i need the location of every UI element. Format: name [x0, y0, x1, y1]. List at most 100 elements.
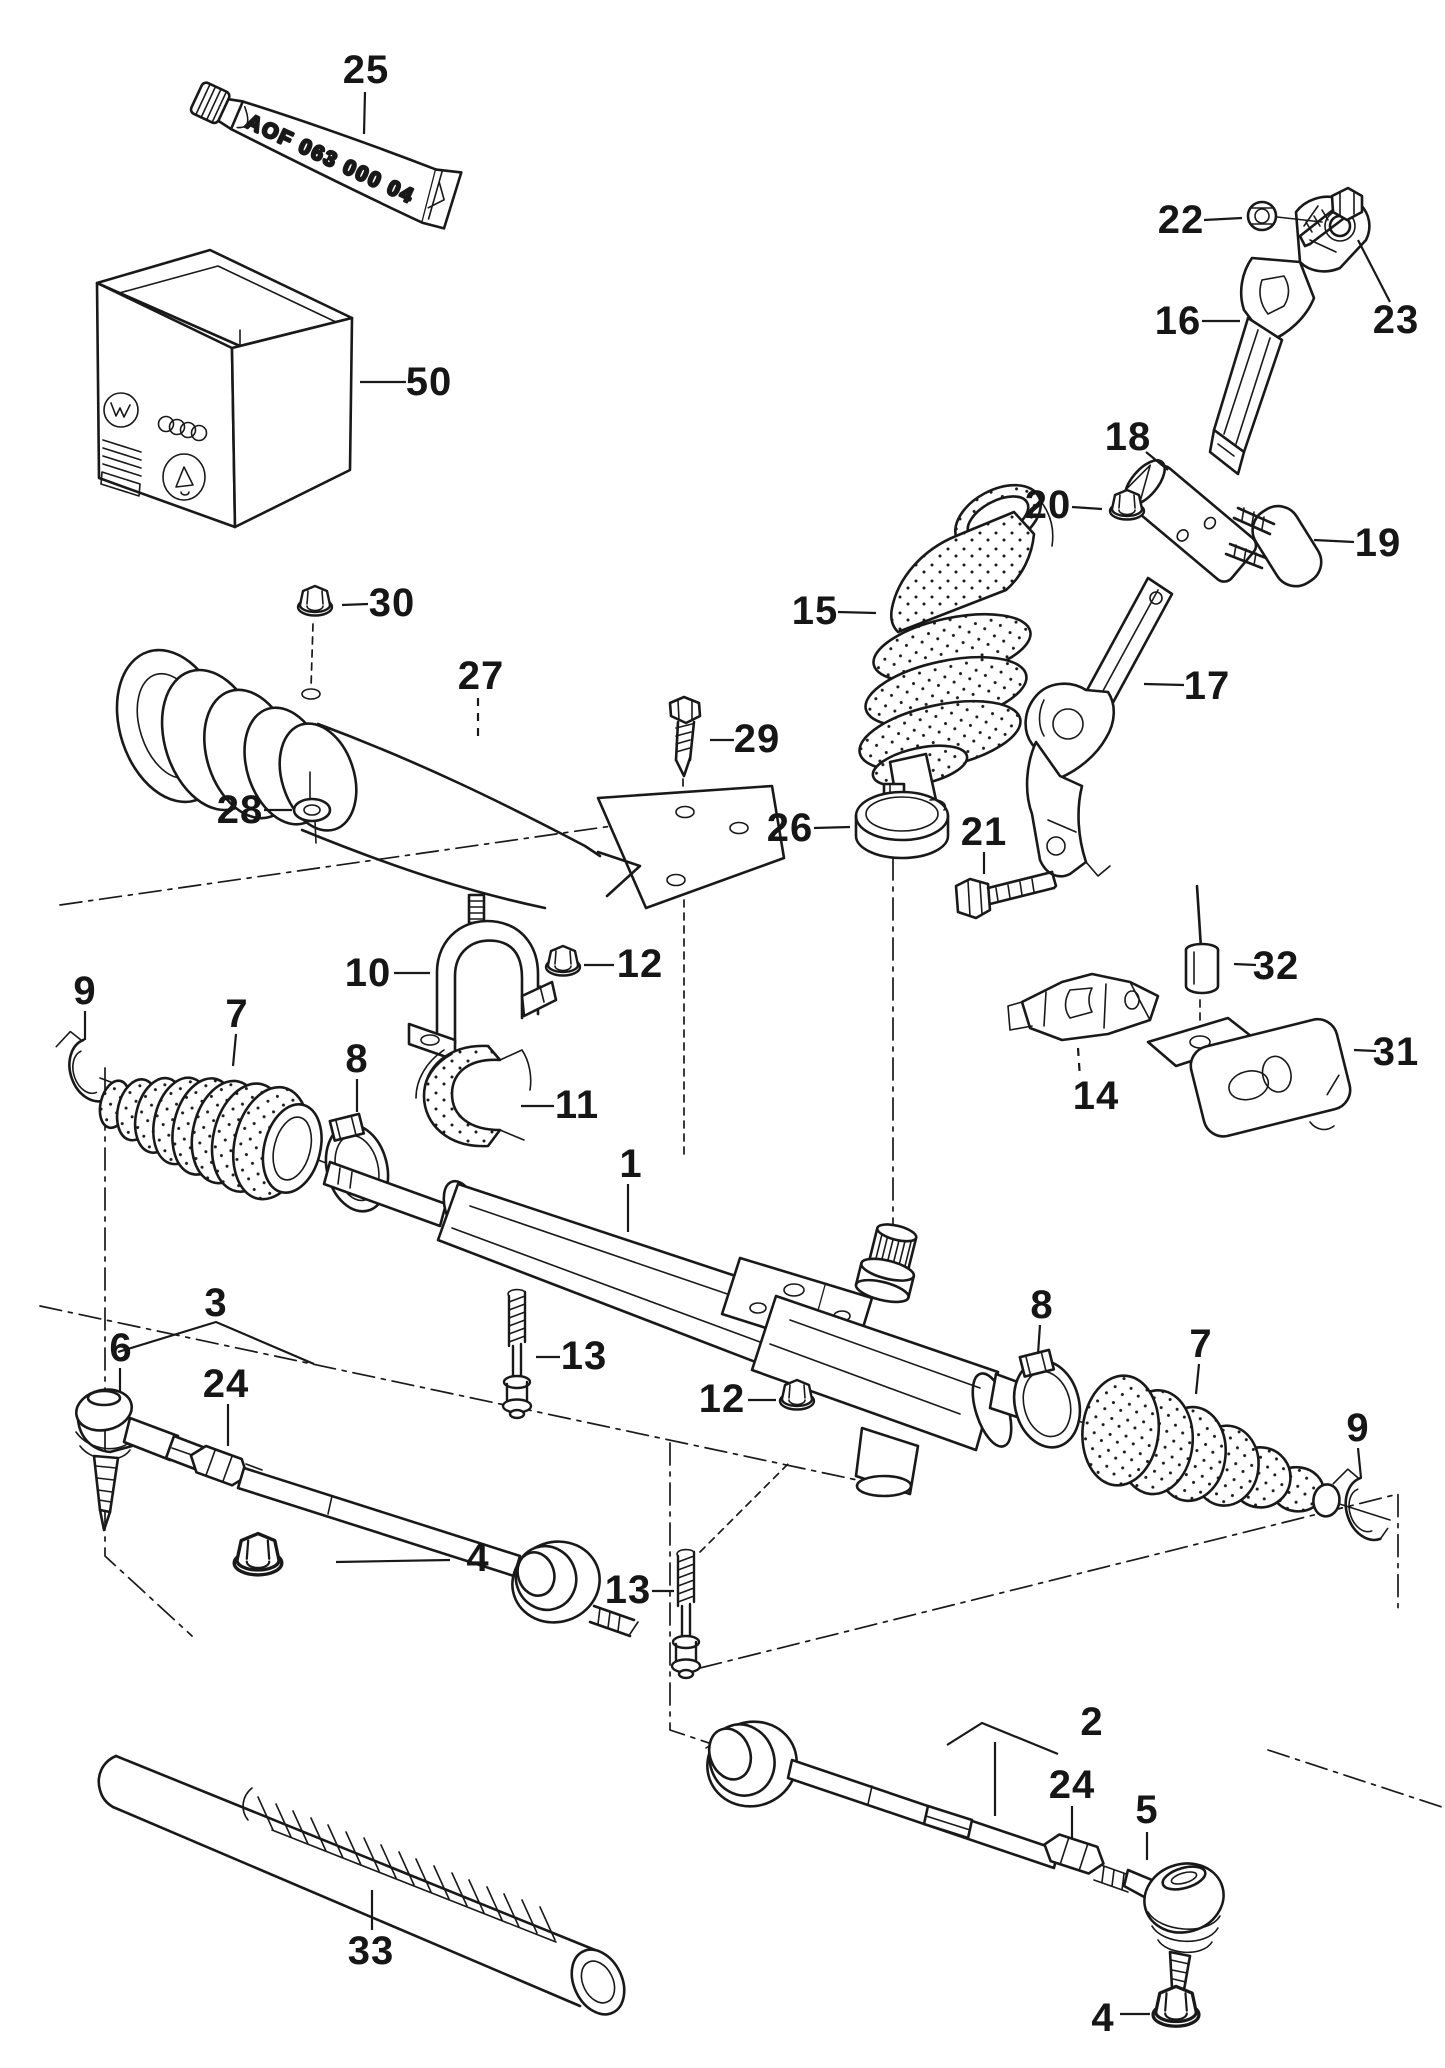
part-21-bolt — [954, 870, 1058, 920]
part-label-33: 33 — [348, 1929, 395, 1973]
leader-line-23 — [1357, 239, 1391, 303]
part-label-22: 22 — [1158, 198, 1205, 242]
part-7-bellows-boot-right — [1081, 1374, 1341, 1518]
part-label-10: 10 — [345, 951, 392, 995]
part-4-nut-right — [1151, 1984, 1201, 2028]
leader-line-19 — [1313, 538, 1355, 544]
part-label-13: 13 — [561, 1334, 608, 1378]
leader-line-9 — [1356, 1447, 1363, 1479]
part-label-23: 23 — [1373, 298, 1420, 342]
part-23-bolt — [1298, 186, 1364, 248]
part-12-nut-upper — [544, 944, 582, 977]
part-3-tie-rod-left — [236, 1466, 639, 1638]
leader-line-14 — [1076, 1047, 1082, 1079]
leader-line-30 — [341, 602, 369, 607]
part-2-tie-rod-right — [705, 1720, 1133, 1893]
part-25-grease-tube: AOF 063 000 04 — [189, 81, 463, 230]
part-label-9: 9 — [73, 969, 96, 1013]
part-label-8: 8 — [1030, 1283, 1053, 1327]
part-13-mounting-screw-left — [501, 1288, 533, 1420]
part-label-16: 16 — [1155, 299, 1202, 343]
part-label-4: 4 — [466, 1536, 489, 1580]
leader-line-26 — [813, 825, 851, 830]
leader-line-4 — [335, 1558, 451, 1564]
part-label-9: 9 — [1346, 1406, 1369, 1450]
part-15-rubber-boot — [858, 483, 1054, 833]
part-32-locating-pin — [1184, 884, 1220, 995]
part-label-2: 2 — [1080, 1700, 1103, 1744]
part-label-32: 32 — [1253, 944, 1300, 988]
part-label-13: 13 — [605, 1568, 652, 1612]
leader-line-22 — [1203, 216, 1243, 222]
part-label-21: 21 — [961, 810, 1008, 854]
part-50-parts-box — [95, 248, 354, 529]
part-label-6: 6 — [109, 1326, 132, 1370]
part-label-17: 17 — [1184, 664, 1231, 708]
part-16-universal-joint-upper — [1208, 195, 1371, 476]
part-label-50: 50 — [406, 360, 453, 404]
part-6-tie-rod-end-left — [74, 1388, 135, 1532]
part-8-clamp-right — [1012, 1348, 1082, 1449]
part-22-nut — [1246, 200, 1323, 232]
leader-line-18 — [1145, 451, 1169, 471]
bracket-line-2 — [946, 1721, 1059, 1756]
part-24-lock-nut-right — [1043, 1833, 1105, 1875]
part-31-retaining-plate — [1146, 1016, 1352, 1138]
part-17-universal-joint-lower — [1024, 576, 1174, 878]
part-29-screw — [668, 695, 702, 778]
leader-line-25 — [362, 91, 367, 135]
part-label-20: 20 — [1025, 483, 1072, 527]
pinion-input-shaft — [854, 1223, 918, 1304]
part-label-8: 8 — [345, 1037, 368, 1081]
part-label-12: 12 — [617, 942, 664, 986]
part-label-28: 28 — [217, 788, 264, 832]
part-label-31: 31 — [1373, 1030, 1420, 1074]
part-1-steering-gear-housing — [322, 1160, 1041, 1498]
part-label-25: 25 — [343, 48, 390, 92]
part-labels: 1234456778899101112121313141516171819202… — [73, 48, 1420, 2040]
part-26-disc — [854, 782, 950, 860]
part-label-14: 14 — [1073, 1074, 1120, 1118]
part-7-bellows-boot-left — [98, 1076, 323, 1201]
part-14-clamp-bracket — [1007, 972, 1160, 1042]
part-label-15: 15 — [792, 589, 839, 633]
part-9-clamp-right — [1332, 1468, 1389, 1542]
part-label-7: 7 — [1189, 1322, 1212, 1366]
part-label-24: 24 — [203, 1362, 250, 1406]
part-label-29: 29 — [734, 717, 781, 761]
part-label-1: 1 — [619, 1142, 642, 1186]
audi-rings-logo — [157, 415, 208, 442]
leader-line-7 — [231, 1033, 238, 1067]
leader-line-8 — [1036, 1324, 1042, 1355]
part-28-washer — [292, 771, 332, 844]
part-20-nut — [1108, 488, 1146, 521]
part-label-7: 7 — [225, 992, 248, 1036]
part-5-tie-rod-end-right — [1122, 1862, 1225, 2002]
leader-line-7 — [1194, 1363, 1201, 1395]
leader-lines — [83, 91, 1391, 2016]
part-label-30: 30 — [369, 581, 416, 625]
part-label-18: 18 — [1105, 415, 1152, 459]
bracket-line-3 — [117, 1320, 315, 1366]
part-label-4: 4 — [1091, 1996, 1114, 2040]
part-label-27: 27 — [458, 654, 505, 698]
part-19-stud-plate — [1224, 504, 1323, 588]
part-label-26: 26 — [767, 806, 814, 850]
part-label-3: 3 — [204, 1281, 227, 1325]
part-4-nut-left — [232, 1531, 284, 1577]
part-33-rack-bar — [97, 1754, 626, 2016]
part-13-mounting-screw-right — [670, 1548, 702, 1680]
vw-logo — [103, 392, 139, 428]
leader-line-32 — [1233, 962, 1257, 967]
seat-logo — [100, 439, 142, 497]
part-11-rubber-bushing — [415, 1044, 532, 1148]
part-label-5: 5 — [1135, 1788, 1158, 1832]
leader-line-15 — [837, 610, 877, 615]
part-12-nut-lower — [778, 1378, 816, 1411]
part-label-19: 19 — [1355, 521, 1402, 565]
part-label-11: 11 — [555, 1083, 599, 1127]
leader-line-17 — [1143, 682, 1185, 687]
part-label-24: 24 — [1049, 1763, 1096, 1807]
